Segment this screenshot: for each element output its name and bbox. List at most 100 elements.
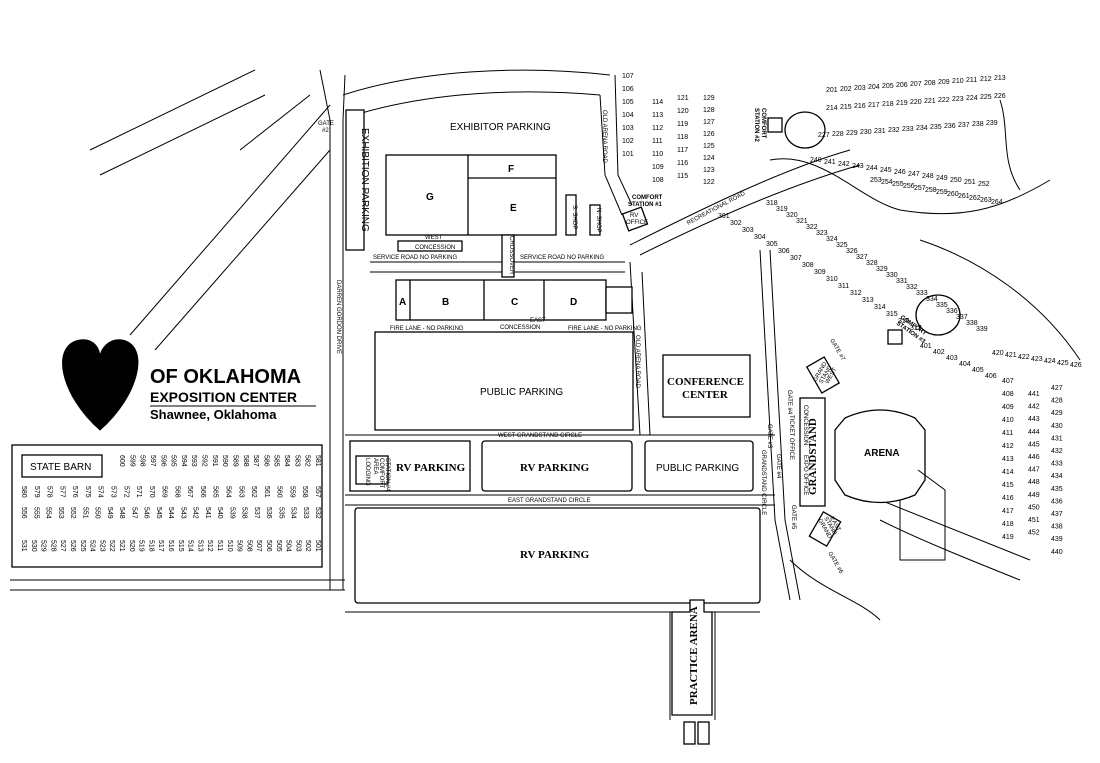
site-number: 436 bbox=[1051, 498, 1063, 505]
site-number: 201 bbox=[826, 87, 838, 94]
conference-center-building bbox=[662, 354, 751, 418]
site-number: 562 bbox=[250, 486, 257, 498]
site-number: 303 bbox=[742, 227, 754, 234]
site-number: 507 bbox=[255, 540, 262, 552]
site-number: 124 bbox=[703, 155, 715, 162]
site-number: 569 bbox=[161, 486, 168, 498]
site-number: 536 bbox=[265, 507, 272, 519]
site-number: 594 bbox=[180, 455, 187, 467]
site-number: 128 bbox=[703, 107, 715, 114]
public-parking-center-lot bbox=[374, 331, 634, 431]
site-number: 514 bbox=[187, 540, 194, 552]
site-number: 318 bbox=[766, 200, 778, 207]
grandstand-label: GRANDSTAND bbox=[807, 418, 819, 495]
site-number: 527 bbox=[59, 540, 66, 552]
site-number: 236 bbox=[944, 123, 956, 130]
site-number: 215 bbox=[840, 104, 852, 111]
building-f-label: F bbox=[508, 164, 514, 175]
site-number: 207 bbox=[910, 81, 922, 88]
site-number: 561 bbox=[263, 486, 270, 498]
site-number: 583 bbox=[293, 455, 300, 467]
site-number: 411 bbox=[1002, 430, 1013, 437]
site-number: 256 bbox=[903, 183, 915, 190]
site-number: 501 bbox=[314, 540, 321, 552]
site-number: 232 bbox=[888, 127, 900, 134]
building-c-label: C bbox=[511, 297, 518, 308]
site-number: 506 bbox=[265, 540, 272, 552]
site-number: 451 bbox=[1028, 517, 1040, 524]
site-number: 127 bbox=[703, 119, 715, 126]
site-number: 443 bbox=[1028, 416, 1040, 423]
exhibition-parking-label: EXHIBITION PARKING bbox=[359, 128, 370, 232]
comfort-station-2-label-1: COMFORT bbox=[760, 108, 766, 139]
site-number: 596 bbox=[159, 455, 166, 467]
site-number: 243 bbox=[852, 163, 864, 170]
site-number: 435 bbox=[1051, 486, 1063, 493]
site-number: 331 bbox=[896, 278, 908, 285]
site-number: 505 bbox=[275, 540, 282, 552]
site-number: 126 bbox=[703, 131, 715, 138]
east-grandstand-circle-label: EAST GRANDSTAND CIRCLE bbox=[508, 498, 590, 504]
site-number: 263 bbox=[980, 197, 992, 204]
site-number: 305 bbox=[766, 241, 778, 248]
site-number: 445 bbox=[1028, 441, 1040, 448]
fire-lane-east-label: FIRE LANE - NO PARKING bbox=[568, 326, 642, 332]
site-number: 410 bbox=[1002, 417, 1014, 424]
site-number: 213 bbox=[994, 75, 1006, 82]
site-number: 537 bbox=[253, 507, 260, 519]
site-number: 310 bbox=[826, 276, 838, 283]
site-number: 441 bbox=[1028, 391, 1040, 398]
site-number: 208 bbox=[924, 80, 936, 87]
site-number: 123 bbox=[703, 167, 715, 174]
site-number: 566 bbox=[199, 486, 206, 498]
site-number: 125 bbox=[703, 143, 715, 150]
site-number: 539 bbox=[228, 507, 235, 519]
site-number: 104 bbox=[622, 112, 634, 119]
site-number: 564 bbox=[225, 486, 232, 498]
site-number: 555 bbox=[32, 507, 39, 519]
site-number: 101 bbox=[622, 151, 634, 158]
site-number: 554 bbox=[45, 507, 52, 519]
site-number: 324 bbox=[826, 236, 838, 243]
site-number: 513 bbox=[196, 540, 203, 552]
site-number: 558 bbox=[301, 486, 308, 498]
site-number: 254 bbox=[881, 179, 893, 186]
site-number: 338 bbox=[966, 320, 978, 327]
n-shop-building bbox=[589, 204, 601, 236]
site-number: 112 bbox=[652, 125, 663, 132]
exhibition-parking-lot bbox=[345, 109, 365, 251]
logo-of-oklahoma: OF OKLAHOMA bbox=[150, 366, 301, 388]
site-number: 122 bbox=[703, 179, 715, 186]
site-number: 231 bbox=[874, 128, 886, 135]
site-number: 520 bbox=[128, 540, 135, 552]
ticket-office-label: TICKET OFFICE bbox=[788, 415, 794, 460]
lodging-area-label-2: AREA bbox=[372, 458, 378, 474]
site-number: 512 bbox=[206, 540, 213, 552]
site-number: 129 bbox=[703, 95, 715, 102]
site-number: 332 bbox=[906, 284, 918, 291]
circle-lot-2 bbox=[784, 111, 826, 149]
site-number: 548 bbox=[118, 507, 125, 519]
site-number: 313 bbox=[862, 297, 874, 304]
building-d-label: D bbox=[570, 297, 577, 308]
site-number: 420 bbox=[992, 350, 1004, 357]
rv-office-label-1: RV bbox=[630, 213, 638, 219]
site-number: 413 bbox=[1002, 456, 1014, 463]
building-e-label: E bbox=[510, 203, 517, 214]
site-number: 559 bbox=[288, 486, 295, 498]
site-number: 421 bbox=[1005, 352, 1017, 359]
site-number: 233 bbox=[902, 126, 914, 133]
building-gfe: G F E bbox=[385, 154, 557, 236]
practice-arena-building: PRACTICE ARENA bbox=[671, 599, 713, 745]
lodging-area-label-1: LODGING bbox=[364, 458, 370, 486]
heart-icon bbox=[62, 339, 139, 431]
site-number: 228 bbox=[832, 131, 844, 138]
comfort-station-4-label-1: COMFORT bbox=[378, 458, 384, 489]
site-number: 106 bbox=[622, 86, 634, 93]
site-number: 250 bbox=[950, 177, 962, 184]
site-number: 321 bbox=[796, 218, 808, 225]
rv-parking-1-label: RV PARKING bbox=[396, 462, 466, 474]
site-number: 439 bbox=[1051, 536, 1063, 543]
west-concession-label-2: CONCESSION bbox=[415, 245, 455, 251]
exhibitor-parking-label: EXHIBITOR PARKING bbox=[450, 122, 551, 133]
